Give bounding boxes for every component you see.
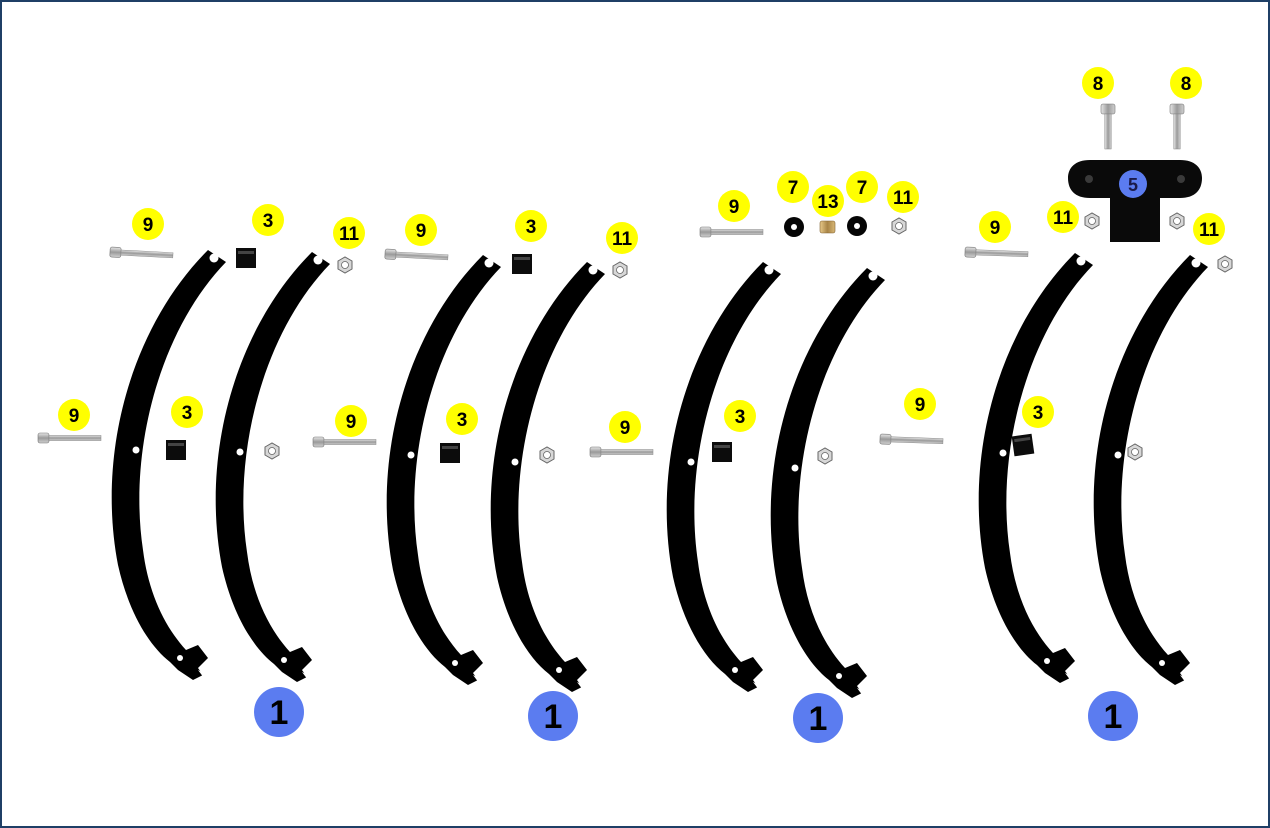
part-label: 3	[263, 211, 274, 232]
part-label-badge	[718, 190, 750, 222]
part-label-badge	[1082, 67, 1114, 99]
part-label-badge	[887, 181, 919, 213]
nut-part	[1169, 212, 1185, 230]
group-label-badge	[793, 693, 843, 743]
part-label: 7	[788, 178, 799, 199]
part-label: 11	[1053, 208, 1074, 229]
spacer-part	[166, 440, 186, 460]
group-label-badge	[1088, 691, 1138, 741]
part-label-badge	[609, 411, 641, 443]
bracket-hole	[1085, 175, 1093, 183]
part-label-badge	[979, 211, 1011, 243]
part-label: 3	[457, 410, 468, 431]
part-label-badge	[1193, 213, 1225, 245]
part-label: 9	[915, 395, 926, 416]
part-label-badge	[132, 208, 164, 240]
part-label: 9	[69, 406, 80, 427]
part-label: 8	[1093, 74, 1104, 95]
part-label: 11	[612, 229, 633, 250]
group-label-badge	[528, 691, 578, 741]
spacer-part	[512, 254, 532, 274]
part-label-badge	[252, 204, 284, 236]
nut-part	[539, 446, 555, 464]
spacer-part	[712, 442, 732, 462]
part-label-badge	[515, 210, 547, 242]
part-label-badge	[171, 396, 203, 428]
spacer-part	[236, 248, 256, 268]
part-label: 8	[1181, 74, 1192, 95]
part-label: 13	[817, 192, 838, 213]
part-label: 11	[893, 188, 914, 209]
part-label-badge	[1170, 67, 1202, 99]
bushing-part	[819, 220, 836, 234]
part-label-badge	[846, 171, 878, 203]
bracket-label: 5	[1128, 175, 1138, 195]
part-label-badge	[812, 185, 844, 217]
group-label-badge	[254, 687, 304, 737]
part-label-badge	[405, 214, 437, 246]
spacer-part	[440, 443, 460, 463]
part-label-badge	[1047, 201, 1079, 233]
nut-part	[817, 447, 833, 465]
group-label: 1	[809, 700, 828, 738]
group-2: 9 3 11 9 3 1	[312, 210, 638, 741]
group-label: 1	[270, 694, 289, 732]
group-1: 9 3 11 9 3 1	[37, 204, 365, 737]
part-label: 9	[729, 197, 740, 218]
spacer-part	[1011, 433, 1035, 457]
nut-part	[264, 442, 280, 460]
group-label-badge	[1119, 170, 1147, 198]
bracket-assembly: 8 8 5	[1068, 67, 1202, 242]
part-label: 7	[857, 178, 868, 199]
part-label: 9	[990, 218, 1001, 239]
part-label-badge	[333, 217, 365, 249]
bracket-hole	[1177, 175, 1185, 183]
part-label: 3	[182, 403, 193, 424]
part-label-badge	[904, 388, 936, 420]
nut-part	[1084, 212, 1100, 230]
group-label: 1	[544, 698, 563, 736]
nut-part	[337, 256, 353, 274]
part-label-badge	[58, 399, 90, 431]
part-label: 11	[1199, 220, 1220, 241]
bracket-part	[1068, 160, 1202, 242]
group-3: 9 7 13 7 11 9 3 1	[589, 171, 919, 743]
part-label: 3	[526, 217, 537, 238]
part-label: 3	[735, 407, 746, 428]
part-label: 9	[143, 215, 154, 236]
part-label: 3	[1033, 403, 1044, 424]
washer-part	[847, 216, 867, 236]
part-label-badge	[777, 171, 809, 203]
part-label-badge	[724, 400, 756, 432]
nut-part	[1217, 255, 1233, 273]
group-4: 9 11 11 9 3 1	[879, 201, 1233, 741]
part-label: 9	[346, 412, 357, 433]
nut-part	[891, 217, 907, 235]
part-label: 11	[339, 224, 360, 245]
part-label-badge	[335, 405, 367, 437]
nut-part	[1127, 443, 1143, 461]
washer-part	[784, 217, 804, 237]
nut-part	[612, 261, 628, 279]
group-label: 1	[1104, 698, 1123, 736]
part-label: 9	[416, 221, 427, 242]
part-label-badge	[1022, 396, 1054, 428]
part-label-badge	[606, 222, 638, 254]
part-label-badge	[446, 403, 478, 435]
part-label: 9	[620, 418, 631, 439]
